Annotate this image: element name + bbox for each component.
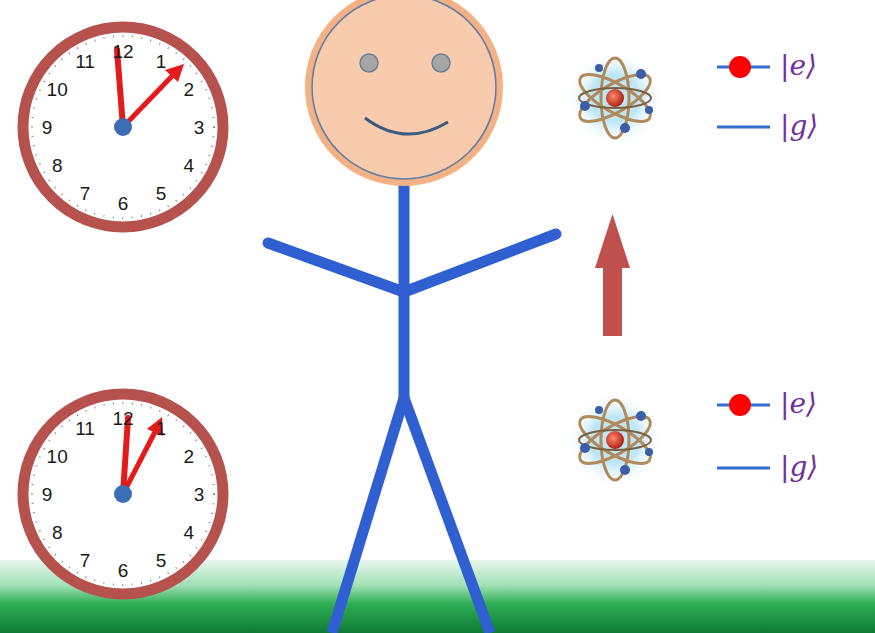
clock-number: 8 <box>52 523 63 542</box>
clock-number: 10 <box>47 80 68 99</box>
clock-number: 6 <box>118 194 129 213</box>
clock-number: 11 <box>75 52 95 71</box>
state-label: |g⟩ <box>780 453 818 481</box>
stick-figure <box>268 0 556 633</box>
clock-number: 3 <box>194 118 205 137</box>
clock-number: 1 <box>156 52 167 71</box>
clock-number: 11 <box>75 419 95 438</box>
clock <box>23 394 223 594</box>
clock-number: 7 <box>80 550 91 569</box>
energy-levels <box>717 56 770 127</box>
clock-number: 5 <box>156 550 167 569</box>
clock-number: 2 <box>184 80 195 99</box>
clock-number: 10 <box>47 447 68 466</box>
state-label: |g⟩ <box>780 112 818 140</box>
energy-levels <box>717 394 770 468</box>
clock-number: 12 <box>112 42 133 61</box>
clock-number: 6 <box>118 561 129 580</box>
atom <box>567 50 663 146</box>
clock-number: 9 <box>42 118 53 137</box>
clock-number: 8 <box>52 156 63 175</box>
clock-number: 4 <box>184 523 195 542</box>
clock-number: 2 <box>184 447 195 466</box>
clock-number: 7 <box>80 183 91 202</box>
atom <box>567 392 663 488</box>
time-arrow <box>595 214 630 336</box>
clock-number: 9 <box>42 485 53 504</box>
clock-number: 1 <box>156 419 167 438</box>
clock-number: 3 <box>194 485 205 504</box>
state-label: |e⟩ <box>780 390 817 418</box>
clock-number: 5 <box>156 183 167 202</box>
clock-number: 4 <box>184 156 195 175</box>
state-label: |e⟩ <box>780 52 817 80</box>
clock <box>23 27 223 227</box>
clock-number: 12 <box>112 409 133 428</box>
